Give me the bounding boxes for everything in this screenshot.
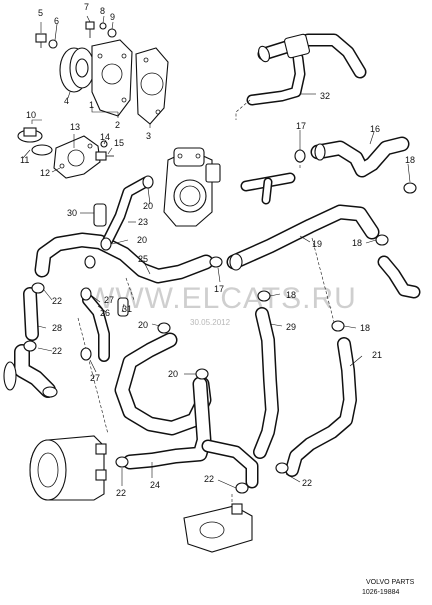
label-18-top: 18: [405, 155, 415, 165]
gasket-3: [135, 47, 169, 125]
label-19: 19: [312, 239, 322, 249]
dash-line-d: [125, 277, 135, 301]
hose-21: [285, 337, 357, 477]
label-24: 24: [150, 480, 160, 490]
label-18-right: 18: [352, 238, 362, 248]
label-8: 8: [100, 6, 105, 16]
label-20-lower: 20: [138, 320, 148, 330]
label-30: 30: [67, 208, 77, 218]
nut-9: [107, 28, 117, 38]
hose-32: [246, 33, 367, 106]
label-7: 7: [84, 2, 89, 12]
washer-8: [99, 22, 107, 30]
label-11: 11: [20, 155, 29, 165]
leader-10: [31, 119, 42, 124]
hose-23: [102, 176, 152, 246]
t-connector: [240, 172, 296, 205]
dash-32: [235, 99, 251, 120]
label-6: 6: [54, 16, 59, 26]
label-27-upper: 27: [104, 295, 114, 305]
dash-line-b: [311, 237, 335, 323]
connector-18-right: [377, 255, 421, 299]
label-17-mid: 17: [214, 284, 224, 294]
label-23: 23: [138, 217, 148, 227]
label-15: 15: [114, 138, 124, 148]
leader-lines: [22, 15, 411, 489]
pulley-4: [59, 47, 95, 99]
oil-cooler-bottom: [183, 503, 253, 553]
label-22-mid: 22: [52, 346, 62, 356]
pipe-30: [93, 203, 107, 227]
label-22-bottom-right: 22: [302, 478, 312, 488]
label-3: 3: [146, 131, 151, 141]
label-31: 31: [122, 304, 132, 314]
label-25: 25: [138, 254, 148, 264]
label-22-bottom-center: 22: [204, 474, 214, 484]
label-32: 32: [320, 91, 330, 101]
label-17-top: 17: [296, 121, 306, 131]
pump-housing-2: [91, 39, 133, 117]
sensor-15: [95, 151, 114, 161]
footer-brand: VOLVO PARTS: [366, 579, 415, 586]
clamps: [23, 149, 417, 494]
label-26: 26: [100, 308, 110, 318]
label-22-bottom-left: 22: [116, 488, 126, 498]
oil-cooler-left: [29, 435, 107, 501]
label-14: 14: [100, 132, 110, 142]
label-4: 4: [64, 96, 69, 106]
label-18-lower: 18: [360, 323, 370, 333]
label-16: 16: [370, 124, 380, 134]
label-10: 10: [26, 110, 36, 120]
label-1: 1: [89, 100, 94, 110]
watermark: WWW.ELCATS.RU: [86, 282, 357, 315]
hose-24: [114, 332, 259, 489]
bracket-leader-1: [91, 106, 118, 113]
hose-28: [23, 287, 39, 341]
outlet-pipe: [3, 344, 58, 398]
hose-left-loop: [34, 232, 214, 284]
callout-labels: 5 6 7 8 9 4 1 2 3 10 11 12 13 14 15 32 1…: [20, 2, 415, 498]
label-9: 9: [110, 12, 115, 22]
label-13: 13: [70, 122, 80, 132]
label-28: 28: [52, 323, 62, 333]
footer-code: 1026-19884: [362, 589, 399, 596]
label-20-upper: 20: [143, 201, 153, 211]
label-5: 5: [38, 8, 43, 18]
throttle-body: [163, 147, 221, 227]
hose-26: [82, 294, 110, 362]
label-21: 21: [372, 350, 382, 360]
label-18-mid: 18: [286, 290, 296, 300]
bolt-5: [35, 22, 47, 48]
hose-29: [253, 307, 279, 459]
bolt-7: [85, 21, 95, 38]
date-stamp: 30.05.2012: [190, 318, 231, 327]
label-20-mid: 20: [137, 235, 147, 245]
thermostat-11: [17, 127, 53, 156]
label-27-lower: 27: [90, 373, 100, 383]
label-20-bottom: 20: [168, 369, 178, 379]
thermostat-housing-12: [53, 135, 101, 179]
hose-19: [226, 204, 380, 271]
hose-16: [310, 136, 410, 178]
washer-6: [48, 23, 58, 49]
label-2: 2: [115, 120, 120, 130]
label-29: 29: [286, 322, 296, 332]
label-12: 12: [40, 168, 50, 178]
label-22-left: 22: [52, 296, 62, 306]
